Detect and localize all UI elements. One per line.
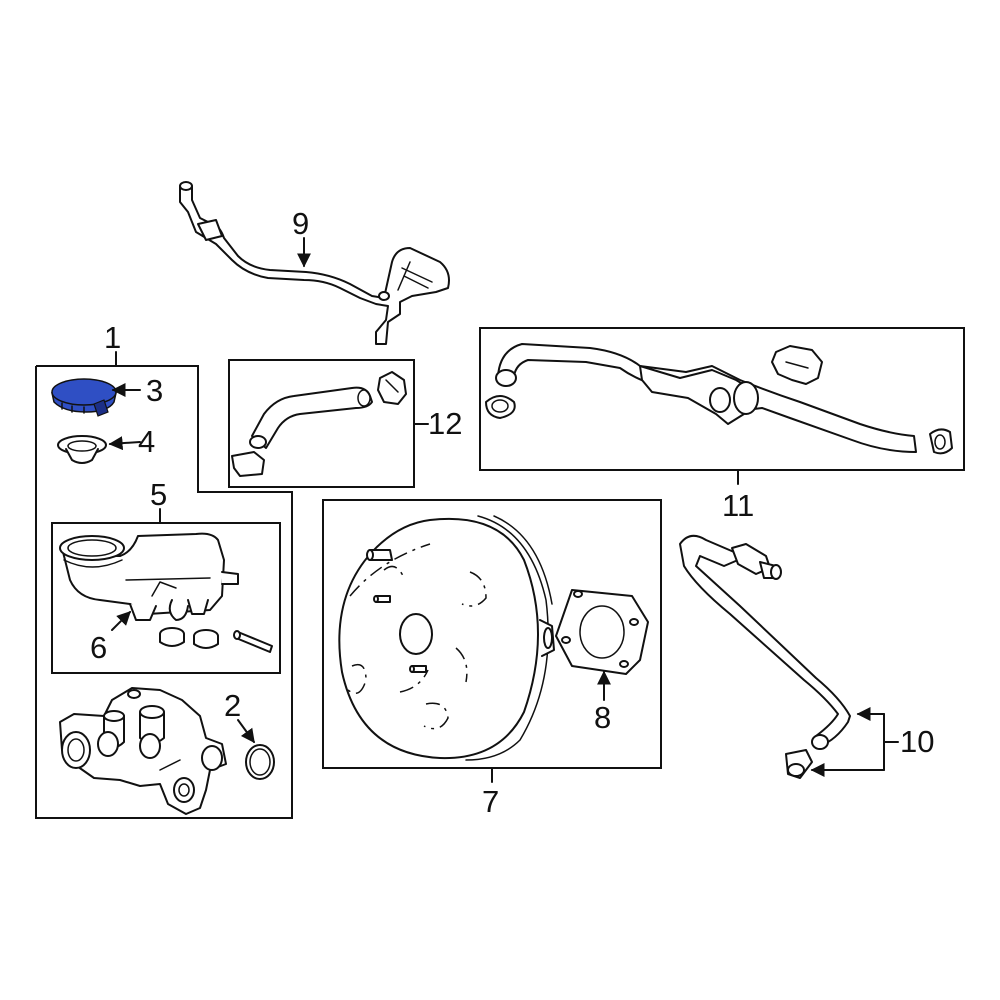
reservoir-grommet-part[interactable] xyxy=(159,627,219,649)
callout-9[interactable]: 9 xyxy=(292,206,309,241)
callout-3[interactable]: 3 xyxy=(146,373,163,408)
callout-4[interactable]: 4 xyxy=(138,424,155,459)
vacuum-hose-11-part[interactable] xyxy=(485,343,953,455)
reservoir-tank-part[interactable] xyxy=(59,532,239,621)
arrow-6 xyxy=(111,611,131,631)
group-1-frame xyxy=(35,365,293,819)
callout-7[interactable]: 7 xyxy=(482,784,499,819)
reservoir-cap-part[interactable] xyxy=(51,378,117,417)
group-11-frame xyxy=(479,327,965,471)
cap-tab xyxy=(93,399,109,417)
callout-11[interactable]: 11 xyxy=(722,488,754,523)
callout-8[interactable]: 8 xyxy=(594,700,611,735)
group-5-frame xyxy=(51,522,281,674)
callout-1[interactable]: 1 xyxy=(104,320,121,355)
o-ring-part[interactable] xyxy=(245,744,275,780)
callout-6[interactable]: 6 xyxy=(90,630,107,665)
callout-12[interactable]: 12 xyxy=(428,406,462,441)
arrow-2 xyxy=(237,719,255,744)
cap-top xyxy=(51,378,117,406)
callout-5[interactable]: 5 xyxy=(150,477,167,512)
reservoir-strainer-part[interactable] xyxy=(57,435,107,464)
reservoir-pin-part[interactable] xyxy=(233,630,273,653)
hose-12-part[interactable] xyxy=(231,371,407,477)
brake-booster-part[interactable] xyxy=(338,515,555,761)
callout-10[interactable]: 10 xyxy=(900,724,934,759)
vacuum-pipe-part[interactable] xyxy=(179,181,450,345)
arrow-4 xyxy=(108,436,141,451)
booster-gasket-part[interactable] xyxy=(555,589,649,675)
vacuum-hose-10-part[interactable] xyxy=(679,534,851,779)
callout-2[interactable]: 2 xyxy=(224,688,241,723)
master-cylinder-part[interactable] xyxy=(59,687,227,815)
